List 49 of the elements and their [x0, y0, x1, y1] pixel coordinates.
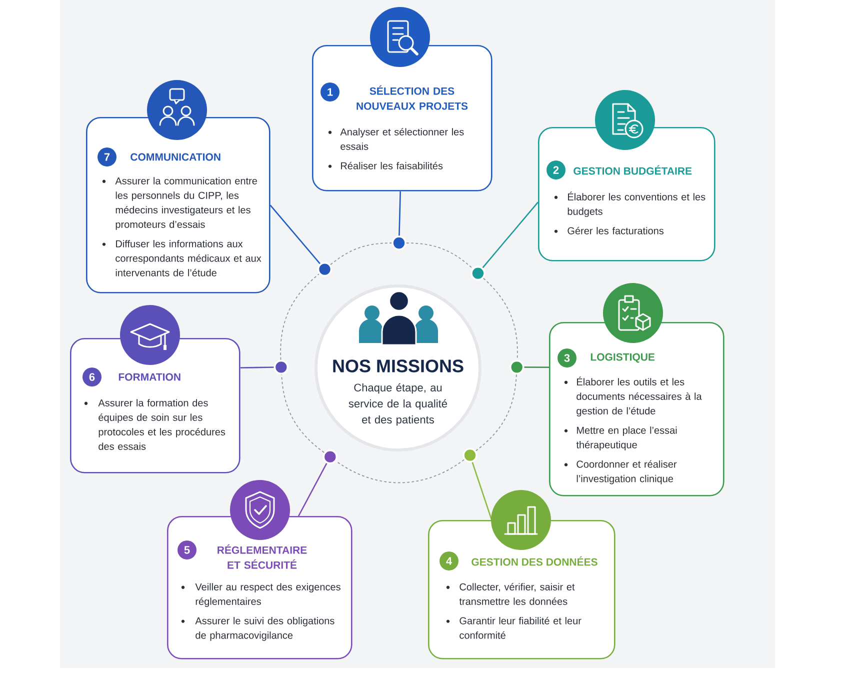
card-heading: GESTION DES DONNÉES [472, 556, 598, 566]
bullet-text: Analyser et sélectionner les essais [340, 128, 464, 150]
dashed-arc [336, 459, 465, 484]
dashed-arc [406, 242, 473, 269]
dashed-arc [330, 242, 392, 266]
number-badge: 1 [320, 82, 340, 102]
bullet-text: Garantir leur fiabilité et leur conformité [460, 616, 582, 639]
connector-line [472, 462, 492, 520]
number-badge: 5 [178, 540, 196, 560]
bullet-text: Assurer la formation des équipes de soin sur les protocoles et les procédures des essais [98, 399, 226, 450]
ring-dot [509, 360, 524, 375]
card-heading: RÉGLEMENTAIRE ET SÉCURITÉ [218, 544, 307, 569]
bullet-text: Réaliser les faisabilités [341, 162, 443, 170]
ring-dot [470, 266, 486, 281]
card-heading: GESTION BUDGÉTAIRE [574, 165, 692, 175]
bullet-text: Coordonner et réaliser l’investigation clinique [576, 460, 677, 484]
bullet-text: Assurer la communication entre les personnels du CIPP, les médecins investigateurs et les promoteurs d’essais [115, 177, 257, 230]
connector-line [240, 366, 274, 368]
ring-dot [322, 449, 338, 464]
connector-line [398, 191, 401, 236]
card-heading: COMMUNICATION [130, 153, 220, 161]
dashed-arc [280, 274, 320, 360]
bullet-text: Élaborer les conventions et les budgets [568, 192, 706, 217]
center-title: NOS MISSIONS [333, 360, 464, 372]
bullet-text: Veiller au respect des exigences réglementaires [195, 583, 340, 607]
center-subtitle: Chaque étape, au service de la qualité et des patients [348, 383, 448, 426]
number-badge: 4 [440, 552, 458, 570]
number-badge: 3 [558, 348, 576, 368]
number-badge: 6 [82, 368, 102, 386]
connector-line [270, 204, 320, 264]
card-heading: SÉLECTION DES NOUVEAUX PROJETS [356, 85, 468, 110]
ring-dot [462, 448, 478, 463]
number-badge: 2 [546, 160, 566, 180]
ring-dot [274, 360, 289, 375]
card-heading: FORMATION [118, 373, 180, 381]
number-badge: 7 [98, 148, 116, 166]
connector-line [482, 202, 538, 268]
bullet-text: Mettre en place l’essai thérapeutique [576, 426, 677, 450]
bullet-text: Diffuser les informations aux correspondants médicaux et aux intervenants de l’étude [116, 240, 262, 276]
bullet-text: Assurer le suivi des obligations de pharmacovigilance [195, 617, 334, 641]
dashed-arc [281, 374, 325, 453]
card-heading: LOGISTIQUE [590, 353, 655, 363]
dashed-arc [475, 374, 517, 452]
connector-line [524, 366, 549, 368]
bullet-text: Collecter, vérifier, saisir et transmettre les données [459, 582, 575, 605]
dashed-arc [483, 278, 518, 360]
bullet-text: Élaborer les outils et les documents nécessaires à la gestion de l’étude [576, 376, 702, 416]
bullet-text: Gérer les facturations [568, 226, 664, 234]
ring-dot [317, 262, 332, 277]
